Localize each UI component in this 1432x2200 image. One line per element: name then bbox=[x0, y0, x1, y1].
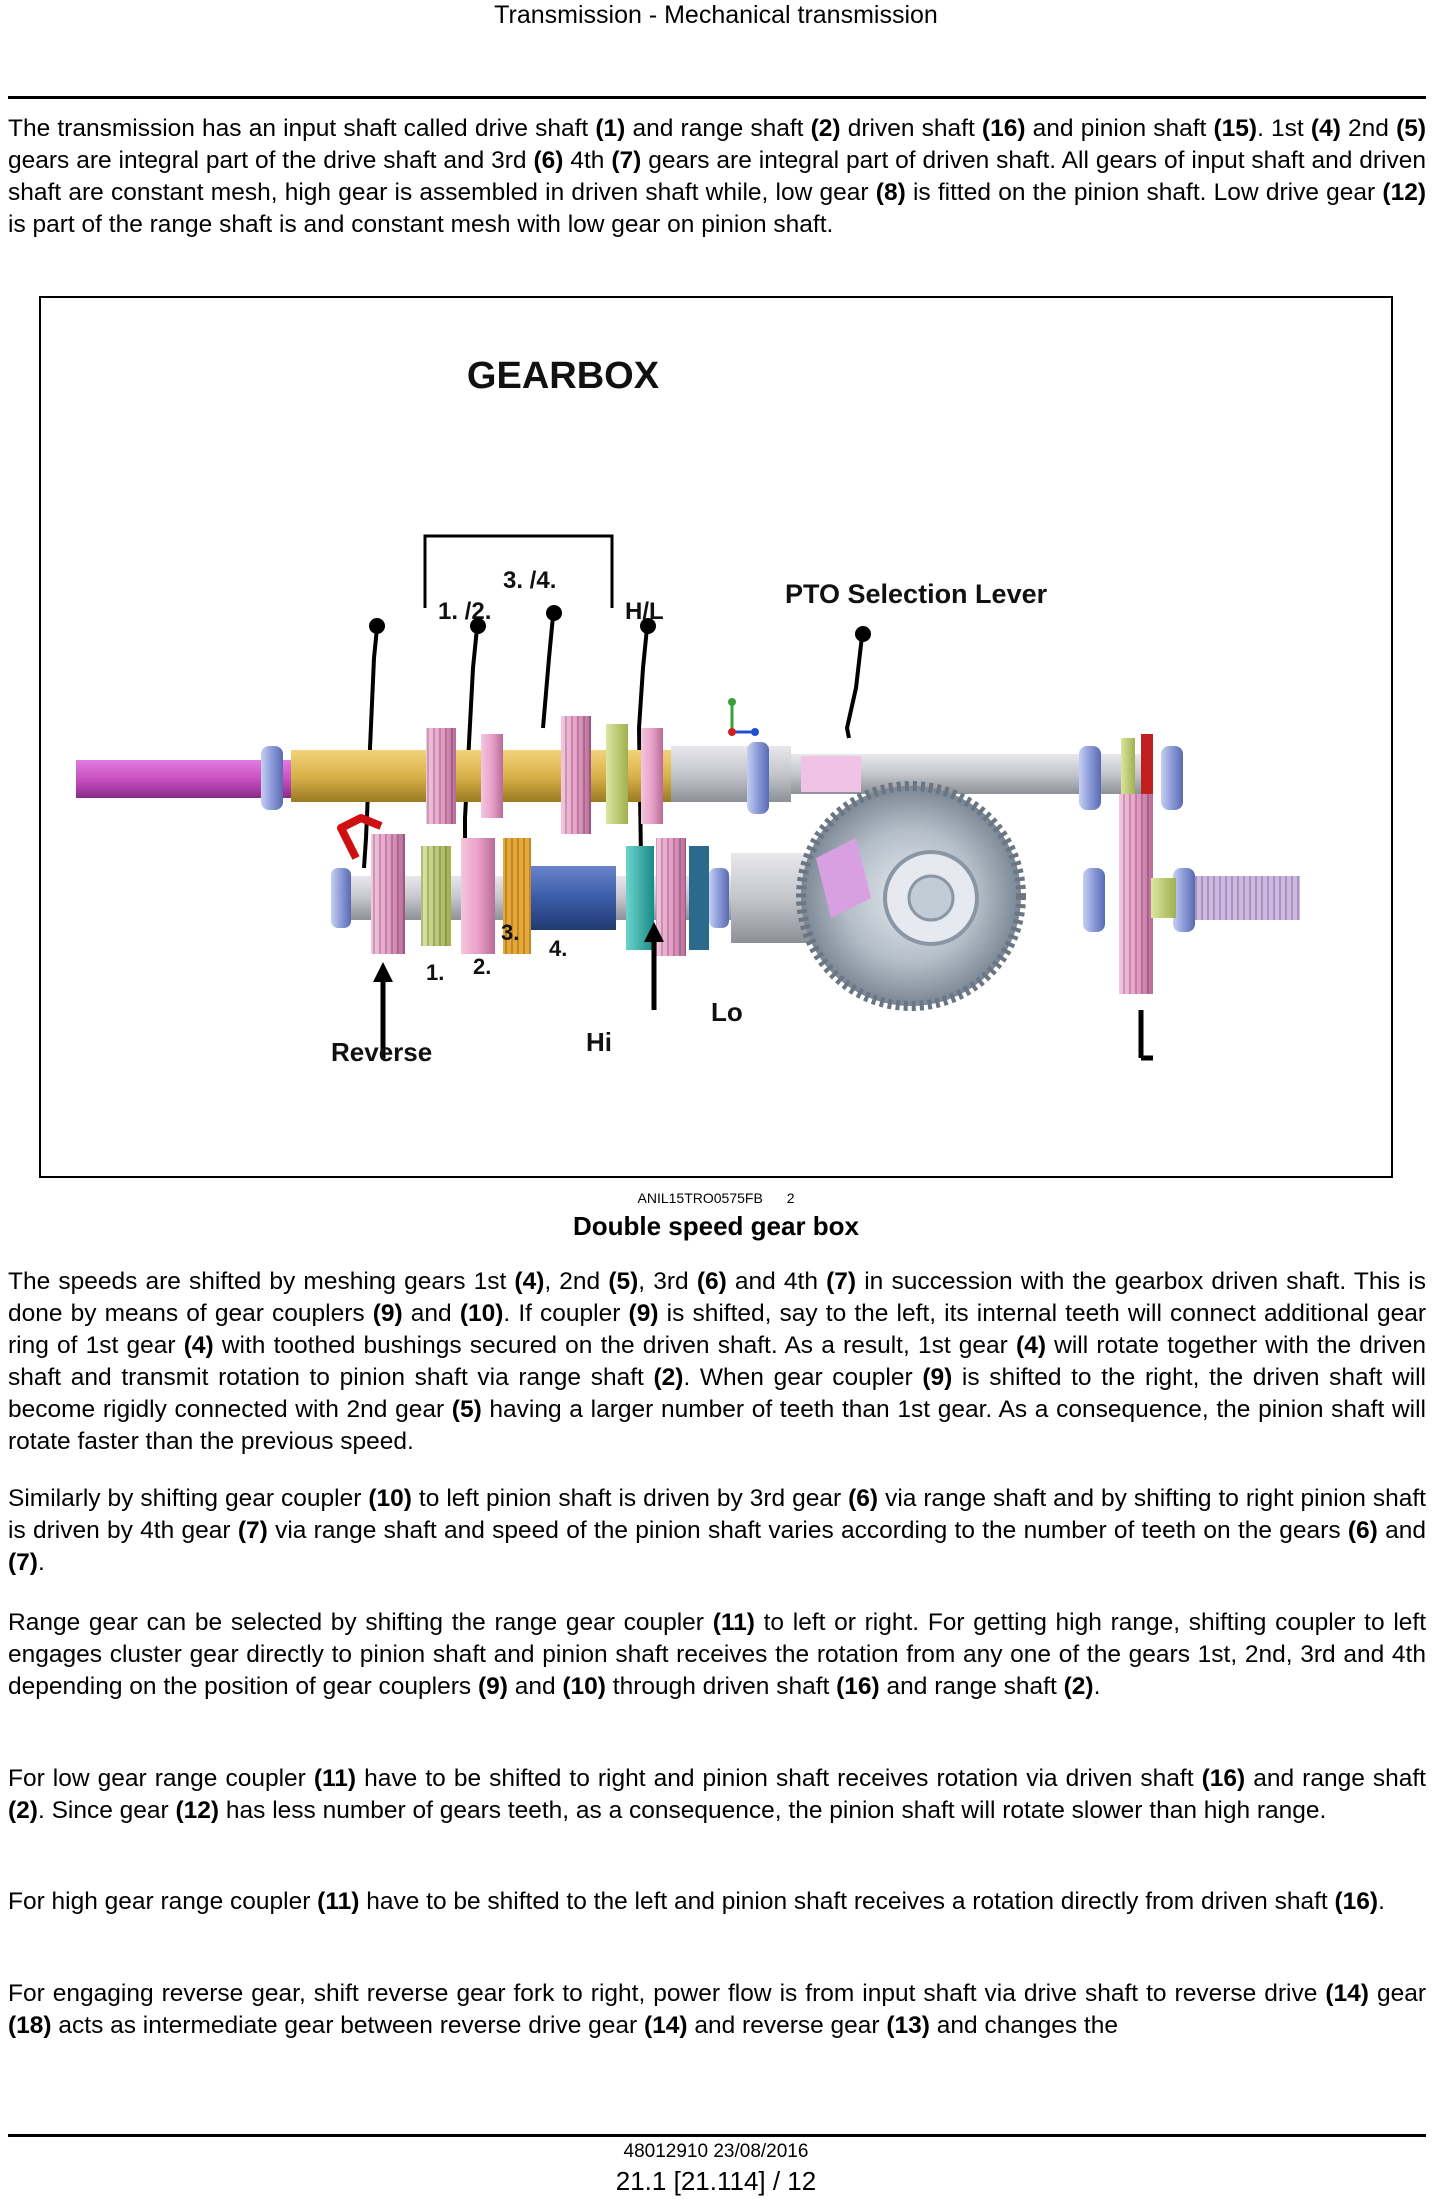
reference-number: (6) bbox=[848, 1485, 879, 1512]
pto-lower-gear-teeth bbox=[1119, 794, 1153, 994]
reverse-label: Reverse bbox=[331, 1037, 432, 1067]
pto-selection-lever-label: PTO Selection Lever bbox=[785, 579, 1048, 609]
pinion-gear bbox=[816, 838, 871, 918]
reference-number: (10) bbox=[459, 1300, 504, 1327]
reference-number: (4) bbox=[183, 1332, 214, 1359]
reference-number: (13) bbox=[886, 2012, 930, 2039]
lever-ball-ends bbox=[369, 605, 871, 642]
differential-center bbox=[907, 874, 955, 922]
footer-divider bbox=[8, 2134, 1426, 2137]
header-divider bbox=[8, 96, 1426, 99]
lo-label: Lo bbox=[711, 997, 743, 1027]
reference-number: (11) bbox=[712, 1609, 755, 1636]
figure-ref-number: 2 bbox=[786, 1190, 795, 1206]
reference-number: (1) bbox=[595, 115, 626, 142]
reference-number: (12) bbox=[1382, 179, 1426, 206]
reference-number: (6) bbox=[696, 1268, 727, 1295]
paragraph-reverse-gear: For engaging reverse gear, shift reverse… bbox=[8, 1980, 1426, 2039]
reference-number: (7) bbox=[826, 1268, 857, 1295]
footer-page-number: 21.1 [21.114] / 12 bbox=[615, 2166, 817, 2196]
paragraph-speed-shifting: The speeds are shifted by meshing gears … bbox=[8, 1268, 1426, 1455]
figure-title: GEARBOX bbox=[467, 355, 660, 397]
hi-coupler-hub bbox=[516, 866, 616, 930]
shift-gate-box bbox=[423, 534, 614, 608]
input-shaft bbox=[76, 760, 291, 798]
reference-number: (18) bbox=[8, 2012, 52, 2039]
reference-number: (5) bbox=[451, 1396, 482, 1423]
reference-number: (16) bbox=[981, 115, 1026, 142]
reference-number: (7) bbox=[237, 1517, 268, 1544]
reference-number: (12) bbox=[175, 1797, 220, 1824]
reference-number: (9) bbox=[477, 1673, 508, 1700]
reference-number: (11) bbox=[317, 1888, 360, 1915]
reference-number: (2) bbox=[653, 1364, 684, 1391]
reference-number: (2) bbox=[8, 1797, 38, 1824]
reference-number: (5) bbox=[1396, 115, 1427, 142]
reference-number: (5) bbox=[608, 1268, 639, 1295]
pinion-housing bbox=[731, 853, 811, 943]
paragraph-high-gear: For high gear range coupler (11) have to… bbox=[8, 1888, 1385, 1915]
reference-number: (6) bbox=[1347, 1517, 1378, 1544]
gate-label-3-4: 3. /4. bbox=[503, 567, 556, 594]
paragraph-low-gear: For low gear range coupler (11) have to … bbox=[8, 1765, 1426, 1824]
pto-drive-gear bbox=[1151, 878, 1176, 918]
reference-number: (11) bbox=[313, 1765, 357, 1792]
reference-number: (6) bbox=[533, 147, 564, 174]
gearbox-figure: GEARBOX 1. /2. 3. /4. H/L PTO Selection … bbox=[39, 296, 1393, 1178]
gearbox-diagram: GEARBOX 1. /2. 3. /4. H/L PTO Selection … bbox=[76, 355, 1300, 1067]
gear-number-4: 4. bbox=[549, 936, 567, 961]
reference-number: (14) bbox=[1325, 1980, 1369, 2007]
paragraph-coupler-10: Similarly by shifting gear coupler (10) … bbox=[8, 1485, 1426, 1576]
reference-number: (4) bbox=[1016, 1332, 1046, 1359]
reference-number: (4) bbox=[1310, 115, 1341, 142]
figure-reference: ANIL15TRO0575FB 2 bbox=[0, 1188, 1432, 1208]
hi-label: Hi bbox=[586, 1027, 612, 1057]
pto-sleeve bbox=[801, 756, 861, 792]
reference-number: (7) bbox=[8, 1549, 38, 1576]
drive-shaft-coupler bbox=[671, 746, 791, 802]
reference-number: (15) bbox=[1213, 115, 1258, 142]
drive-shaft-gears bbox=[426, 716, 663, 834]
reference-number: (14) bbox=[643, 2012, 688, 2039]
reference-number: (7) bbox=[611, 147, 642, 174]
reference-number: (10) bbox=[368, 1485, 412, 1512]
reference-number: (9) bbox=[922, 1364, 953, 1391]
reference-number: (2) bbox=[1063, 1673, 1094, 1700]
crown-wheel-teeth bbox=[796, 781, 1026, 1011]
reference-number: (9) bbox=[372, 1300, 403, 1327]
reverse-idler-link bbox=[337, 814, 383, 860]
reference-number: (10) bbox=[562, 1673, 606, 1700]
figure-ref-code: ANIL15TRO0575FB bbox=[637, 1190, 763, 1206]
reference-number: (16) bbox=[836, 1673, 880, 1700]
reference-number: (8) bbox=[875, 179, 906, 206]
figure-caption: Double speed gear box bbox=[572, 1211, 860, 1241]
page-header-title: Transmission - Mechanical transmission bbox=[494, 1, 938, 29]
orientation-axis-icon bbox=[728, 698, 759, 736]
reference-number: (9) bbox=[628, 1300, 659, 1327]
reference-number: (16) bbox=[1201, 1765, 1246, 1792]
pto-output-spline bbox=[1195, 876, 1300, 920]
reference-number: (2) bbox=[810, 115, 841, 142]
bearings bbox=[261, 742, 1195, 932]
paragraph-range-gear: Range gear can be selected by shifting t… bbox=[8, 1609, 1427, 1700]
gear-number-1: 1. bbox=[426, 960, 444, 985]
gear-number-3: 3. bbox=[501, 920, 519, 945]
gear-number-2: 2. bbox=[473, 954, 491, 979]
footer-document-id: 48012910 23/08/2016 bbox=[623, 2141, 809, 2162]
bottom-arrows bbox=[373, 922, 1153, 1061]
paragraph-intro: The transmission has an input shaft call… bbox=[8, 115, 1427, 238]
reference-number: (16) bbox=[1334, 1888, 1379, 1915]
reference-number: (4) bbox=[514, 1268, 545, 1295]
